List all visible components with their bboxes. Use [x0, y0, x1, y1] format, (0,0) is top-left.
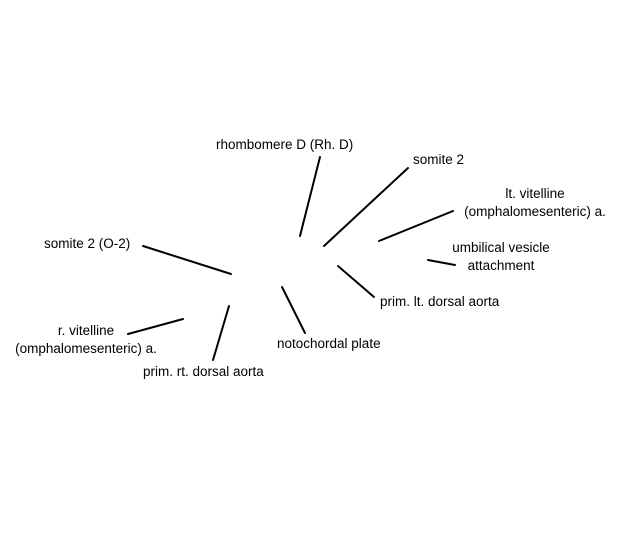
label-lt-vitelline-line1: lt. vitelline — [505, 186, 565, 201]
leader-somite-2 — [323, 167, 409, 247]
label-somite-2: somite 2 — [413, 152, 465, 167]
leader-r-vitelline — [127, 318, 184, 335]
label-umbilical-vesicle-line1: umbilical vesicle — [452, 240, 550, 255]
label-somite-2-o2: somite 2 (O-2) — [44, 236, 131, 251]
leader-lt-vitelline — [378, 210, 454, 242]
leader-notochordal-plate — [281, 286, 306, 334]
leader-rhombomere — [299, 156, 321, 237]
label-prim-lt-dorsal-aorta: prim. lt. dorsal aorta — [380, 294, 500, 309]
label-prim-rt-dorsal-aorta: prim. rt. dorsal aorta — [143, 364, 264, 379]
leader-umbilical-vesicle — [427, 259, 456, 266]
label-lt-vitelline-line2: (omphalomesenteric) a. — [464, 204, 606, 219]
leader-somite-2-o2 — [142, 245, 232, 275]
label-r-vitelline-line2: (omphalomesenteric) a. — [15, 341, 157, 356]
label-notochordal-plate: notochordal plate — [277, 336, 381, 351]
label-lt-vitelline: lt. vitelline (omphalomesenteric) a. — [455, 185, 615, 221]
label-umbilical-vesicle-line2: attachment — [467, 258, 535, 273]
label-r-vitelline: r. vitelline (omphalomesenteric) a. — [4, 322, 168, 358]
label-r-vitelline-line1: r. vitelline — [57, 323, 115, 338]
label-rhombomere: rhombomere D (Rh. D) — [216, 137, 354, 152]
label-umbilical-vesicle: umbilical vesicle attachment — [440, 239, 562, 275]
leader-prim-lt-dorsal-aorta — [337, 265, 375, 298]
leader-prim-rt-dorsal-aorta — [212, 305, 230, 361]
